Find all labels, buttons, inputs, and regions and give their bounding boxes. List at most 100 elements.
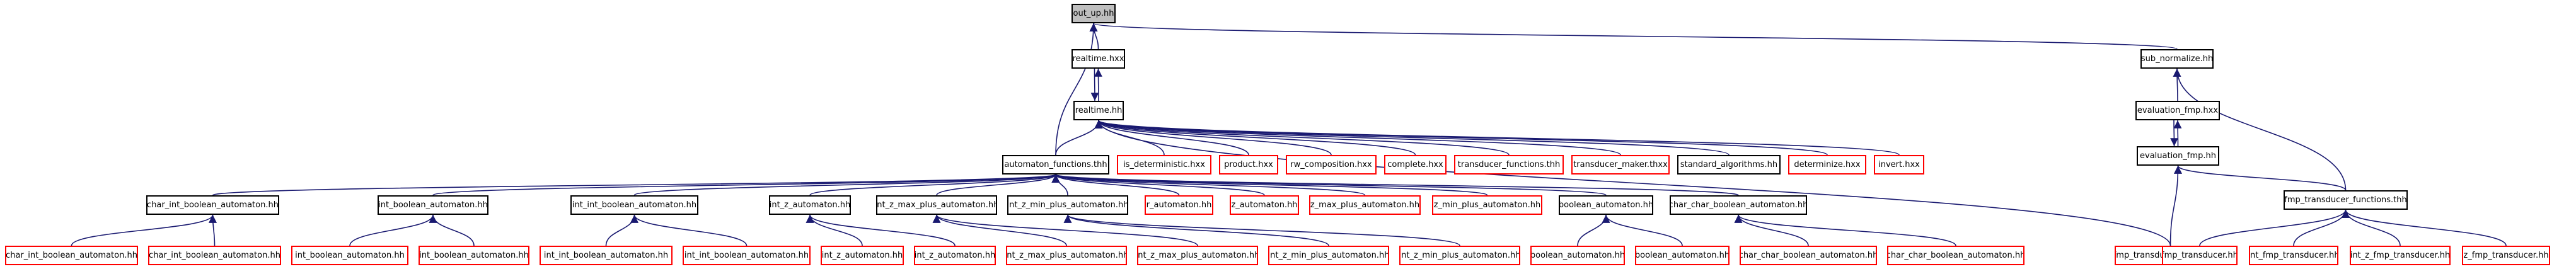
node-eval-fmp-hh[interactable]: evaluation_fmp.hh xyxy=(2137,146,2219,166)
node-l-int-zmax-2[interactable]: int_z_max_plus_automaton.hh xyxy=(1137,246,1258,265)
node-label: int_fmp_transducer.hh xyxy=(2249,251,2338,260)
edge-l-char-int-2-to-char-int-boolean xyxy=(209,214,217,246)
node-z-automaton[interactable]: z_automaton.hh xyxy=(1230,195,1299,215)
node-l-int-zmin-1[interactable]: int_z_min_plus_automaton.hh xyxy=(1268,246,1389,265)
node-label: automaton_functions.thh xyxy=(1004,160,1107,169)
node-label: z_automaton.hh xyxy=(1231,200,1298,210)
node-int-fmp-transducer[interactable]: int_fmp_transducer.hh xyxy=(2249,246,2338,265)
edge-l-int-zmax-1-to-int-z-max-plus xyxy=(932,214,1067,246)
node-label: int_boolean_automaton.hh xyxy=(419,251,529,260)
node-label: boolean_automaton.hh xyxy=(1530,251,1625,260)
node-transducer-maker-thxx[interactable]: transducer_maker.thxx xyxy=(1571,155,1670,175)
node-l-int-bool-2[interactable]: int_boolean_automaton.hh xyxy=(419,246,529,265)
edge-fmp-transducer-maker-to-eval-fmp-hh xyxy=(2169,165,2182,246)
edge-int-int-boolean-to-automaton-functions xyxy=(633,174,1060,196)
node-fmp-transducer-functions[interactable]: fmp_transducer_functions.thh xyxy=(2284,190,2408,210)
node-int-z-min-plus[interactable]: int_z_min_plus_automaton.hh xyxy=(1007,195,1128,215)
node-int-int-boolean[interactable]: int_int_boolean_automaton.hh xyxy=(570,195,698,215)
node-label: char_char_boolean_automaton.hh xyxy=(1887,251,2024,260)
node-int-z-max-plus[interactable]: int_z_max_plus_automaton.hh xyxy=(876,195,997,215)
node-label: evaluation_fmp.hh xyxy=(2140,151,2216,161)
edge-fmp-transducer-maker-to-realtime-hh xyxy=(1094,120,2171,246)
node-complete[interactable]: complete.hxx xyxy=(1384,155,1447,175)
edge-l-int-bool-1-to-int-boolean xyxy=(349,214,437,246)
node-l-char-int-1[interactable]: char_int_boolean_automaton.hh xyxy=(5,246,138,265)
node-root[interactable]: out_up.hh xyxy=(1071,4,1116,23)
node-r-automaton[interactable]: r_automaton.hh xyxy=(1145,195,1213,215)
edge-l-int-z-2-to-int-z xyxy=(806,214,956,246)
node-label: complete.hxx xyxy=(1387,160,1443,169)
node-z-max-plus[interactable]: z_max_plus_automaton.hh xyxy=(1309,195,1421,215)
node-automaton-functions[interactable]: automaton_functions.thh xyxy=(1002,155,1109,175)
node-label: int_int_boolean_automaton.hh xyxy=(543,251,669,260)
edge-fmp-transducer-functions-to-eval-fmp-hh xyxy=(2174,165,2347,191)
node-l-int-int-1[interactable]: int_int_boolean_automaton.hh xyxy=(540,246,673,265)
node-label: int_z_max_plus_automaton.hh xyxy=(876,200,997,210)
edge-l-char-char-2-to-char-char-boolean xyxy=(1734,214,1956,246)
node-l-char-int-2[interactable]: char_int_boolean_automaton.hh xyxy=(148,246,281,265)
edge-sub-normalize-to-root xyxy=(1090,23,2178,50)
node-z-fmp-transducer[interactable]: z_fmp_transducer.hh xyxy=(2462,246,2550,265)
node-label: realtime.hxx xyxy=(1072,54,1124,64)
node-label: char_int_boolean_automaton.hh xyxy=(147,200,279,210)
node-l-int-zmax-1[interactable]: int_z_max_plus_automaton.hh xyxy=(1006,246,1127,265)
edge-char-int-boolean-to-automaton-functions xyxy=(212,174,1060,196)
node-boolean-automaton[interactable]: boolean_automaton.hh xyxy=(1559,195,1653,215)
node-l-int-bool-1[interactable]: int_boolean_automaton.hh xyxy=(291,246,408,265)
edge-int-z-max-plus-to-automaton-functions xyxy=(936,174,1060,196)
node-label: boolean_automaton.hh xyxy=(1635,251,1730,260)
node-char-char-boolean[interactable]: char_char_boolean_automaton.hh xyxy=(1670,195,1807,215)
edge-determinize-to-realtime-hh xyxy=(1095,120,1828,156)
node-label: int_z_automaton.hh xyxy=(914,251,996,260)
node-int-boolean[interactable]: int_boolean_automaton.hh xyxy=(378,195,488,215)
node-label: out_up.hh xyxy=(1073,9,1114,18)
edge-invert-to-realtime-hh xyxy=(1095,120,1900,156)
node-fmp-transducer[interactable]: fmp_transducer.hh xyxy=(2162,246,2238,265)
node-rw-composition[interactable]: rw_composition.hxx xyxy=(1286,155,1377,175)
node-char-int-boolean[interactable]: char_int_boolean_automaton.hh xyxy=(146,195,279,215)
node-l-int-z-1[interactable]: int_z_automaton.hh xyxy=(821,246,904,265)
node-product[interactable]: product.hxx xyxy=(1219,155,1278,175)
node-label: int_z_automaton.hh xyxy=(821,251,903,260)
node-label: int_boolean_automaton.hh xyxy=(295,251,405,260)
edge-z-fmp-transducer-to-fmp-transducer-functions xyxy=(2342,209,2507,246)
node-realtime-hh[interactable]: realtime.hh xyxy=(1073,101,1124,120)
node-int-z[interactable]: int_z_automaton.hh xyxy=(769,195,851,215)
node-invert[interactable]: invert.hxx xyxy=(1874,155,1924,175)
node-is-deterministic[interactable]: is_deterministic.hxx xyxy=(1117,155,1211,175)
node-transducer-functions[interactable]: transducer_functions.thh xyxy=(1454,155,1564,175)
node-label: standard_algorithms.hh xyxy=(1680,160,1778,169)
node-label: sub_normalize.hh xyxy=(2140,54,2214,64)
node-label: boolean_automaton.hh xyxy=(1559,200,1653,210)
node-realtime-hxx[interactable]: realtime.hxx xyxy=(1071,49,1125,69)
node-determinize[interactable]: determinize.hxx xyxy=(1788,155,1866,175)
node-standard-algorithms[interactable]: standard_algorithms.hh xyxy=(1677,155,1781,175)
node-label: r_automaton.hh xyxy=(1146,200,1212,210)
node-l-char-char-1[interactable]: char_char_boolean_automaton.hh xyxy=(1740,246,1877,265)
node-label: product.hxx xyxy=(1224,160,1273,169)
node-l-int-int-2[interactable]: int_int_boolean_automaton.hh xyxy=(683,246,811,265)
edge-l-int-int-1-to-int-int-boolean xyxy=(605,214,638,246)
edge-automaton-functions-to-root xyxy=(1055,23,1098,156)
node-label: int_z_automaton.hh xyxy=(769,200,851,210)
edge-char-char-boolean-to-automaton-functions xyxy=(1052,174,1739,196)
edge-z-max-plus-to-automaton-functions xyxy=(1051,174,1366,196)
node-l-bool-2[interactable]: boolean_automaton.hh xyxy=(1635,246,1730,265)
node-int-z-fmp-transducer[interactable]: int_z_fmp_transducer.hh xyxy=(2350,246,2451,265)
node-l-bool-1[interactable]: boolean_automaton.hh xyxy=(1530,246,1625,265)
node-label: int_z_min_plus_automaton.hh xyxy=(1268,251,1389,260)
edge-l-int-zmax-2-to-int-z-max-plus xyxy=(932,214,1198,246)
edge-l-int-int-2-to-int-int-boolean xyxy=(630,214,748,246)
node-label: int_z_min_plus_automaton.hh xyxy=(1007,200,1128,210)
node-eval-fmp-hxx[interactable]: evaluation_fmp.hxx xyxy=(2135,101,2220,120)
node-z-min-plus[interactable]: z_min_plus_automaton.hh xyxy=(1432,195,1542,215)
edge-l-bool-2-to-boolean-automaton xyxy=(1602,214,1683,246)
edge-eval-fmp-hxx-to-eval-fmp-hh xyxy=(2170,120,2178,147)
node-l-int-zmin-2[interactable]: int_z_min_plus_automaton.hh xyxy=(1399,246,1520,265)
node-label: char_int_boolean_automaton.hh xyxy=(6,251,137,260)
edge-product-to-realtime-hh xyxy=(1094,120,1249,156)
node-sub-normalize[interactable]: sub_normalize.hh xyxy=(2140,49,2214,69)
node-label: int_z_max_plus_automaton.hh xyxy=(1137,251,1258,260)
node-l-int-z-2[interactable]: int_z_automaton.hh xyxy=(914,246,996,265)
node-l-char-char-2[interactable]: char_char_boolean_automaton.hh xyxy=(1887,246,2024,265)
